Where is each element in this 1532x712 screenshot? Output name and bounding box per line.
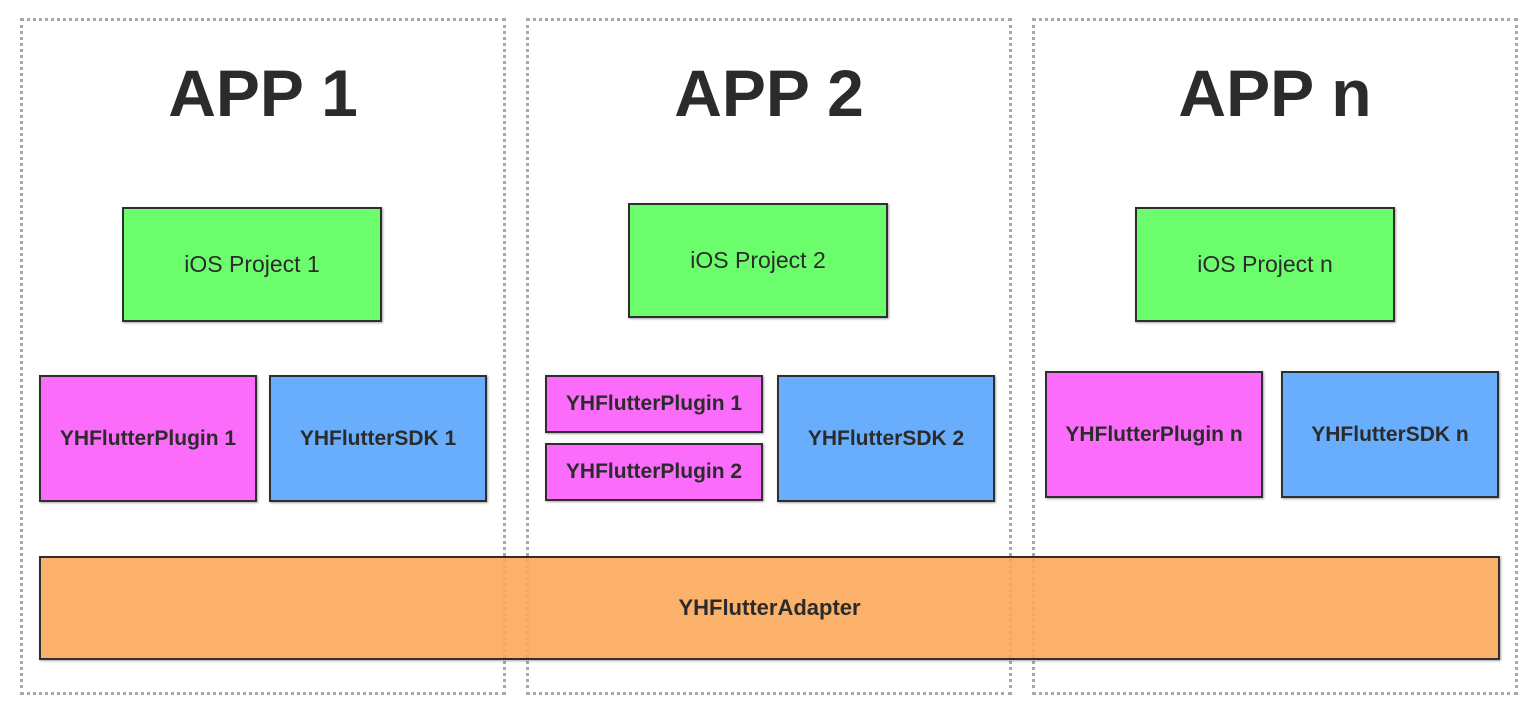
- app-title-1: APP 1: [168, 56, 358, 130]
- ios-project-1: iOS Project 1: [122, 207, 382, 322]
- app-title-2: APP 2: [674, 56, 864, 130]
- app-panel-n: [1032, 18, 1518, 695]
- app-panel-2: [526, 18, 1012, 695]
- sdk-box-appn: YHFlutterSDK n: [1281, 371, 1499, 498]
- app-title-n: APP n: [1178, 56, 1372, 130]
- ios-project-n: iOS Project n: [1135, 207, 1395, 322]
- sdk-box-app1: YHFlutterSDK 1: [269, 375, 487, 502]
- ios-project-2: iOS Project 2: [628, 203, 888, 318]
- plugin-box-app2-2: YHFlutterPlugin 2: [545, 443, 763, 501]
- plugin-box-app1-1: YHFlutterPlugin 1: [39, 375, 257, 502]
- plugin-box-appn-1: YHFlutterPlugin n: [1045, 371, 1263, 498]
- sdk-box-app2: YHFlutterSDK 2: [777, 375, 995, 502]
- plugin-box-app2-1: YHFlutterPlugin 1: [545, 375, 763, 433]
- adapter-bar: YHFlutterAdapter: [39, 556, 1500, 660]
- app-panel-1: [20, 18, 506, 695]
